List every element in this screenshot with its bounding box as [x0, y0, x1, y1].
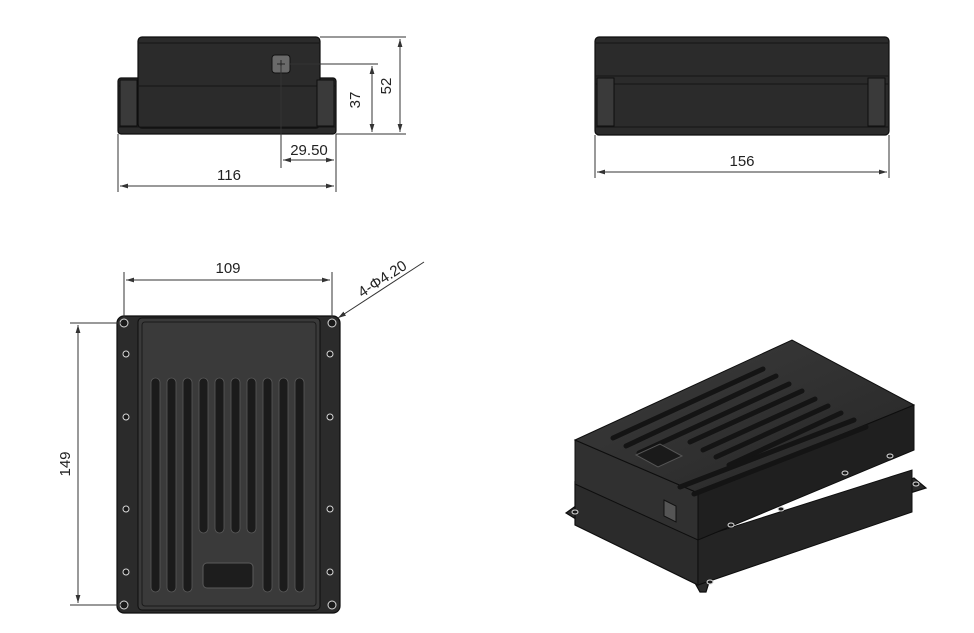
isometric-view: [564, 339, 928, 593]
side-lug-right: [867, 77, 886, 127]
side-view: 156: [594, 36, 890, 178]
iso-lower-right: [697, 469, 913, 586]
side-lug-left: [596, 77, 615, 127]
side-housing: [594, 36, 890, 136]
vent-slots: [150, 377, 305, 593]
mount-hole-icon: [327, 318, 337, 328]
screw-row-left: [122, 350, 130, 576]
front-lug-right: [316, 79, 335, 127]
dim-connector-offset: 29.50: [290, 142, 328, 159]
front-view: 116 29.50 37 52: [117, 36, 406, 192]
screw-icon: [841, 470, 849, 476]
front-lug-left: [119, 79, 138, 127]
mount-hole-icon: [706, 579, 714, 585]
screw-icon: [122, 568, 130, 576]
screw-icon: [326, 350, 334, 358]
dim-hole-callout: 4-Φ4.20: [355, 257, 410, 301]
dim-overall-height: 52: [378, 78, 395, 95]
iso-connector-icon: [663, 499, 677, 523]
dim-width-116: 116: [217, 167, 241, 184]
screw-icon: [326, 505, 334, 513]
mount-hole-icon: [327, 600, 337, 610]
top-view: 109 4-Φ4.20 149: [57, 257, 425, 614]
iso-vent-slots: [610, 366, 869, 497]
mount-hole-icon: [571, 509, 579, 515]
dim-length-149: 149: [57, 451, 74, 476]
screw-row-right: [326, 350, 334, 576]
dim-length-156: 156: [729, 153, 754, 170]
screw-icon: [326, 413, 334, 421]
mount-hole-icon: [912, 481, 920, 487]
screw-icon: [122, 413, 130, 421]
screw-icon: [886, 453, 894, 459]
screw-icon: [122, 505, 130, 513]
dim-connector-height: 37: [347, 92, 364, 109]
screw-icon: [122, 350, 130, 358]
dim-hole-spacing-109: 109: [215, 260, 240, 277]
iso-label-pad: [634, 443, 684, 468]
label-pad: [202, 562, 254, 589]
screw-icon: [777, 506, 785, 512]
screw-icon: [326, 568, 334, 576]
screw-icon: [727, 522, 735, 528]
front-housing: [137, 36, 321, 129]
